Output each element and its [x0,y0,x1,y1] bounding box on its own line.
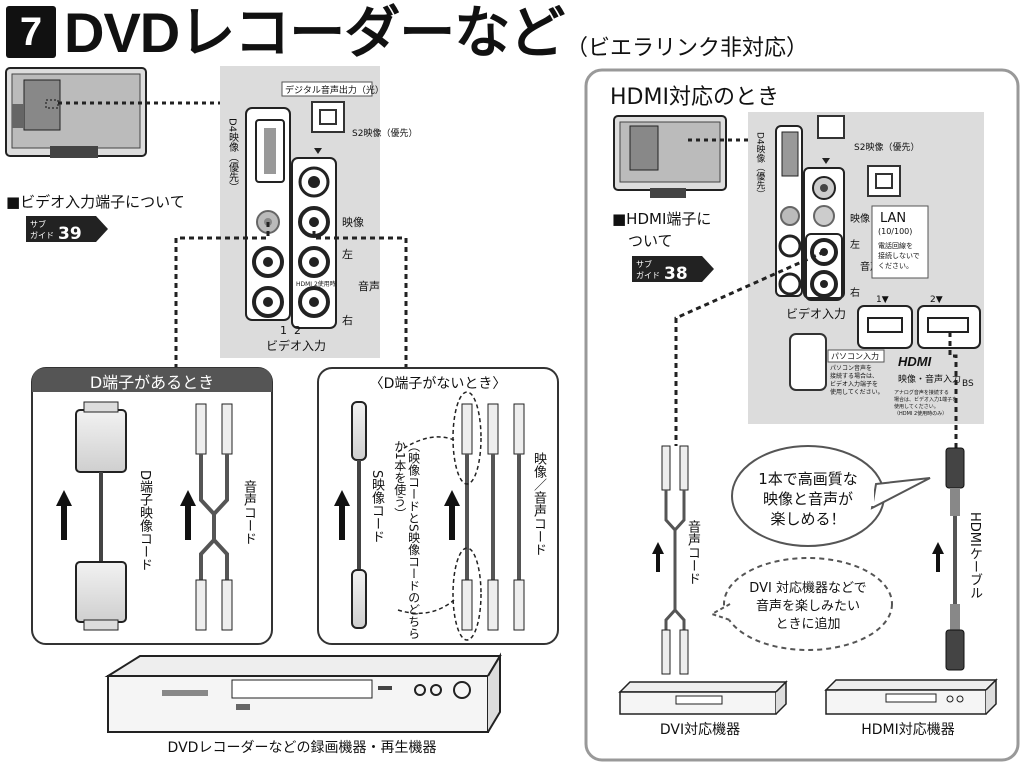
svg-text:接続する場合は、: 接続する場合は、 [830,372,878,380]
audio-cord-right [652,445,689,675]
svg-text:BS: BS [962,379,974,389]
svg-text:HDMI 2使用時: HDMI 2使用時 [296,280,336,288]
svg-text:ビデオ入力: ビデオ入力 [266,338,326,353]
svg-text:ときに追加: ときに追加 [775,616,840,632]
svg-text:接続しないで: 接続しないで [878,251,920,260]
hdmi-device-label: HDMI対応機器 [861,722,955,738]
svg-text:HDMI: HDMI [898,354,932,369]
svg-text:S2映像（優先）: S2映像（優先） [854,141,919,153]
svg-text:1: 1 [280,324,287,337]
d4-label-right: D4映像（優先） [754,132,765,199]
dvi-device-label: DVI対応機器 [660,722,740,738]
hdmi-note-line2: ついて [628,232,673,250]
svg-text:使用してください。: 使用してください。 [830,388,884,396]
svg-text:(10/100): (10/100) [878,227,912,236]
svg-text:39: 39 [58,224,82,244]
svg-text:2: 2 [294,324,301,337]
svg-text:ガイド: ガイド [30,230,54,240]
svg-text:サブ: サブ [636,259,652,269]
audio-cord-label-left: 音声コード [240,480,256,545]
hdmi-device-illustration [824,678,998,715]
svg-text:ビデオ入力: ビデオ入力 [786,306,846,321]
svg-text:サブ: サブ [30,219,46,229]
dvd-recorder-illustration [104,652,502,733]
hdmi-section-title: HDMI対応のとき [610,85,779,110]
page-subtitle: （ビエラリンク非対応） [566,36,809,61]
video-input-note: ■ビデオ入力端子について [6,193,185,211]
svg-text:使用してください。: 使用してください。 [894,403,939,410]
svg-text:場合は、ビデオ入力1端子を: 場合は、ビデオ入力1端子を [894,396,957,403]
svg-text:右: 右 [850,286,860,299]
svg-text:パソコン入力: パソコン入力 [831,351,879,361]
svg-text:S2映像（優先）: S2映像（優先） [352,127,417,139]
svg-text:LAN: LAN [880,211,906,226]
cord-choice-note: （映像コードとS映像コードのどちらか1本を使う） [392,440,421,640]
recorder-caption: DVDレコーダーなどの録画機器・再生機器 [168,740,437,756]
tv-terminal-panel-left: デジタル音声出力（光） S2映像（優先） HDMI 2使用時 映像 左 音声 右… [220,66,417,358]
svg-text:アナログ音声を接続する: アナログ音声を接続する [894,389,949,396]
svg-text:音声を楽しみたい: 音声を楽しみたい [756,598,860,614]
svg-text:38: 38 [664,264,688,284]
av-cord-label: 映像／音声コード [530,452,546,556]
speech-bubble-hdmi: 1本で高画質な 映像と音声が 楽しめる！ [731,445,931,547]
s-video-cord-label: S映像コード [368,470,384,544]
page-title: DVDレコーダーなど [64,1,565,64]
tv-back-illustration-right [613,115,727,198]
guide-badge-38[interactable]: サブ ガイド 38 [632,256,714,284]
svg-text:ガイド: ガイド [636,270,660,280]
svg-text:電話回線を: 電話回線を [878,241,913,250]
d4-label-left: D4映像（優先） [226,118,238,193]
svg-text:（HDMI 2使用時のみ）: （HDMI 2使用時のみ） [894,410,947,417]
svg-text:映像・音声入力: 映像・音声入力 [898,373,961,385]
hdmi-cable-label: HDMIケーブル [966,512,982,599]
svg-text:楽しめる！: 楽しめる！ [770,510,845,528]
svg-text:デジタル音声出力（光）: デジタル音声出力（光） [285,84,384,96]
svg-text:左: 左 [850,238,860,251]
tv-terminal-panel-right: S2映像（優先） 映像 左 音声 右 ビデオ入力 LAN (10/100) 電話… [748,112,984,424]
svg-text:D端子があるとき: D端子があるとき [90,373,214,392]
svg-text:ください。: ください。 [878,262,913,270]
audio-cord-label-right: 音声コード [684,520,700,585]
svg-text:左: 左 [342,248,353,261]
svg-text:1本で高画質な: 1本で高画質な [758,470,858,488]
hdmi-note-line1: ■HDMI端子に [612,210,711,228]
box-with-d-terminal: D端子があるとき [31,367,273,645]
svg-text:映像と音声が: 映像と音声が [763,490,853,508]
svg-text:右: 右 [342,313,353,327]
tv-back-illustration-left [5,67,147,158]
svg-text:ビデオ入力端子を: ビデオ入力端子を [830,380,878,388]
box-without-d-terminal: 〈D端子がないとき〉 [317,367,559,645]
svg-text:DVI 対応機器などで: DVI 対応機器などで [749,581,866,596]
svg-text:音声: 音声 [358,279,380,293]
svg-text:映像: 映像 [342,216,364,229]
svg-text:2▼: 2▼ [930,295,943,305]
dvi-device-illustration [618,680,788,715]
svg-text:〈D端子がないとき〉: 〈D端子がないとき〉 [370,376,507,392]
svg-text:1▼: 1▼ [876,295,889,305]
speech-bubble-dvi: DVI 対応機器などで 音声を楽しみたい ときに追加 [709,557,893,651]
guide-badge-39[interactable]: サブ ガイド 39 [26,216,108,244]
svg-text:映像: 映像 [850,213,870,225]
svg-text:パソコン音声を: パソコン音声を [830,364,872,372]
section-number: 7 [6,6,56,58]
d-video-cord-label: D端子映像コード [136,470,152,572]
hdmi-cable [932,447,965,671]
